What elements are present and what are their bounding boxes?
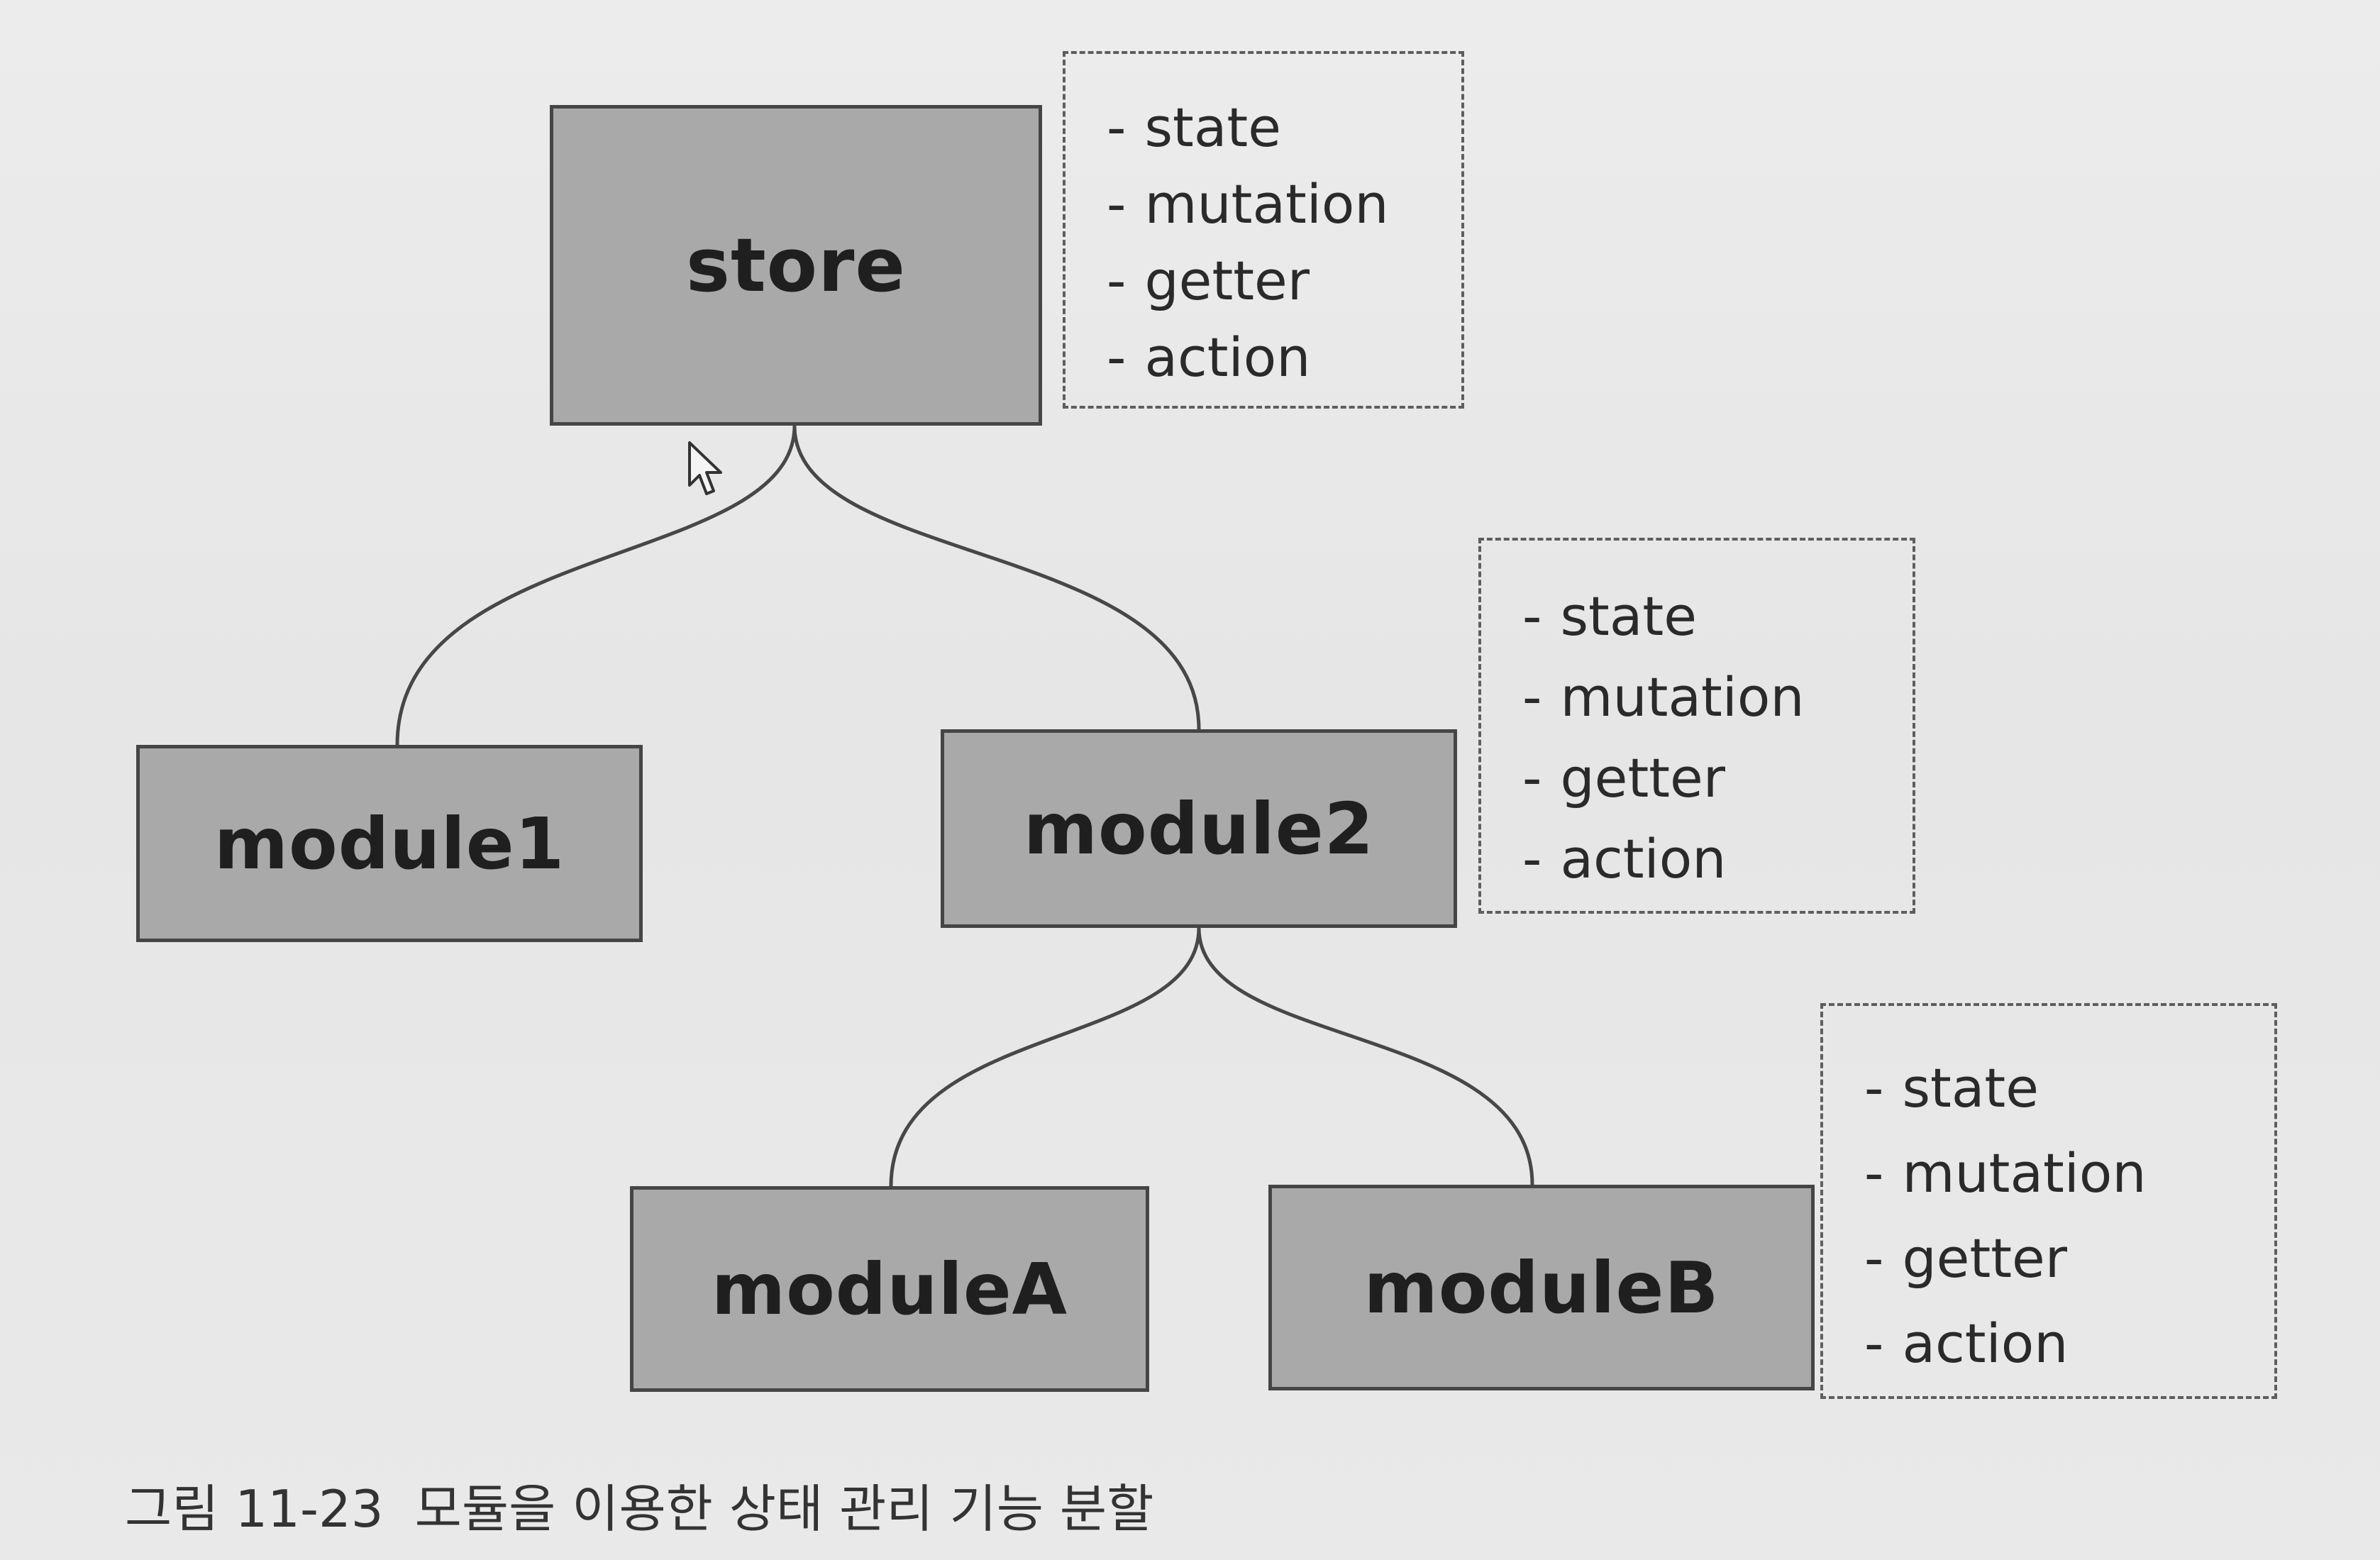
property-item: -action (1522, 827, 1727, 890)
property-item: -state (1522, 585, 1697, 648)
module2-node: module2 (941, 729, 1457, 928)
property-item: -mutation (1864, 1141, 2147, 1205)
property-item: -getter (1522, 746, 1726, 809)
property-item: -getter (1864, 1227, 2068, 1290)
moduleA-node: moduleA (630, 1186, 1149, 1392)
figure-caption-text: 모듈을 이용한 상태 관리 기능 분할 (414, 1479, 1154, 1539)
figure-caption: 그림 11-23 모듈을 이용한 상태 관리 기능 분할 (125, 1467, 1153, 1542)
moduleA-label: moduleA (711, 1247, 1068, 1331)
mouse-pointer-icon (688, 441, 722, 495)
module1-label: module1 (214, 802, 565, 885)
property-item: -mutation (1107, 172, 1389, 236)
connector-module2-moduleA (889, 927, 1201, 1187)
moduleB-node: moduleB (1268, 1185, 1815, 1390)
connector-store-module1 (395, 425, 797, 746)
module1-node: module1 (136, 745, 643, 942)
module2-properties-box: -state -mutation -getter -action (1478, 538, 1915, 914)
property-item: -action (1864, 1312, 2069, 1375)
store-properties-box: -state -mutation -getter -action (1063, 51, 1464, 409)
store-label: store (686, 222, 906, 309)
property-item: -mutation (1522, 665, 1805, 729)
module2-label: module2 (1023, 787, 1375, 870)
moduleB-properties-box: -state -mutation -getter -action (1820, 1003, 2277, 1399)
property-item: -action (1107, 326, 1311, 389)
property-item: -state (1864, 1056, 2039, 1119)
connector-store-module2 (792, 425, 1201, 730)
moduleB-label: moduleB (1363, 1246, 1720, 1329)
property-item: -getter (1107, 249, 1310, 312)
connector-module2-moduleB (1197, 927, 1534, 1185)
property-item: -state (1107, 96, 1281, 159)
figure-number: 그림 11-23 (125, 1479, 384, 1539)
store-node: store (550, 105, 1042, 426)
